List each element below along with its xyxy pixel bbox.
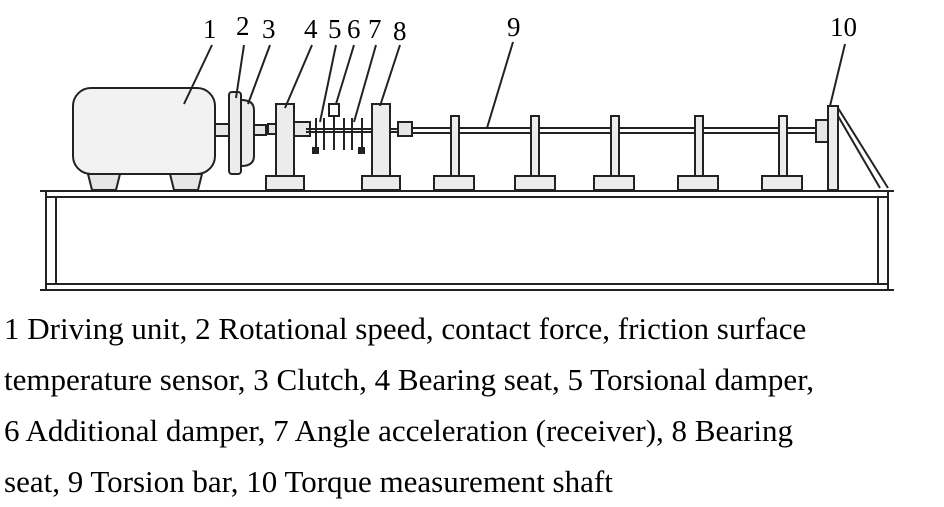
label-5: 5 — [328, 14, 342, 44]
torque-measurement-shaft — [815, 105, 889, 191]
sensor-disc — [228, 91, 242, 175]
label-3: 3 — [262, 14, 276, 44]
support-5 — [761, 115, 803, 191]
damper-assembly — [312, 103, 365, 154]
support-2 — [514, 115, 556, 191]
label-4: 4 — [304, 14, 318, 44]
caption-line-1: 1 Driving unit, 2 Rotational speed, cont… — [4, 311, 807, 346]
caption-line-4: seat, 9 Torsion bar, 10 Torque measureme… — [4, 464, 613, 499]
leader-lines — [183, 41, 846, 129]
test-bench-diagram: 1 2 3 4 5 6 7 8 9 10 — [40, 11, 894, 291]
figure-caption: 1 Driving unit, 2 Rotational speed, cont… — [4, 303, 938, 507]
label-2: 2 — [236, 11, 250, 41]
driving-unit — [72, 87, 232, 191]
base-frame — [40, 190, 894, 291]
label-9: 9 — [507, 12, 521, 42]
support-3 — [593, 115, 635, 191]
caption-line-3: 6 Additional damper, 7 Angle acceleratio… — [4, 413, 793, 448]
label-10: 10 — [830, 12, 857, 42]
bearing-seat-4 — [265, 103, 311, 191]
label-1: 1 — [203, 14, 217, 44]
clutch — [240, 98, 267, 168]
support-1 — [433, 115, 475, 191]
label-8: 8 — [393, 16, 407, 46]
label-7: 7 — [368, 14, 382, 44]
label-6: 6 — [347, 14, 361, 44]
support-4 — [677, 115, 719, 191]
bearing-seat-8 — [361, 103, 413, 191]
caption-line-2: temperature sensor, 3 Clutch, 4 Bearing … — [4, 362, 815, 397]
